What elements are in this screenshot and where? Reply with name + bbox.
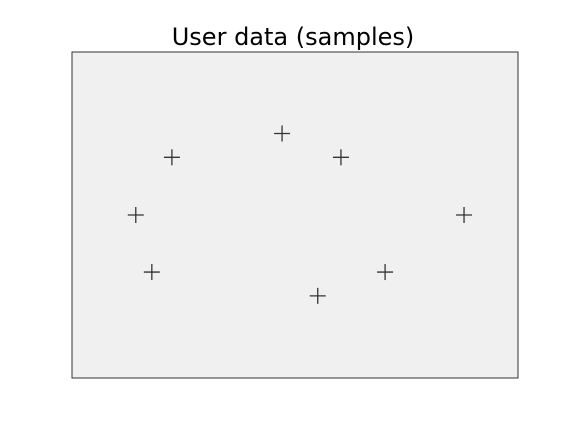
data-point-4 [274, 125, 291, 142]
plot-area [71, 51, 519, 379]
data-point-7 [377, 264, 394, 281]
data-point-1 [127, 207, 144, 223]
data-point-3 [163, 149, 180, 166]
chart-title: User data (samples) [172, 23, 415, 51]
data-point-2 [143, 264, 160, 281]
data-point-6 [332, 149, 349, 166]
data-point-5 [309, 287, 326, 304]
data-points [127, 125, 473, 304]
data-point-8 [456, 207, 473, 223]
